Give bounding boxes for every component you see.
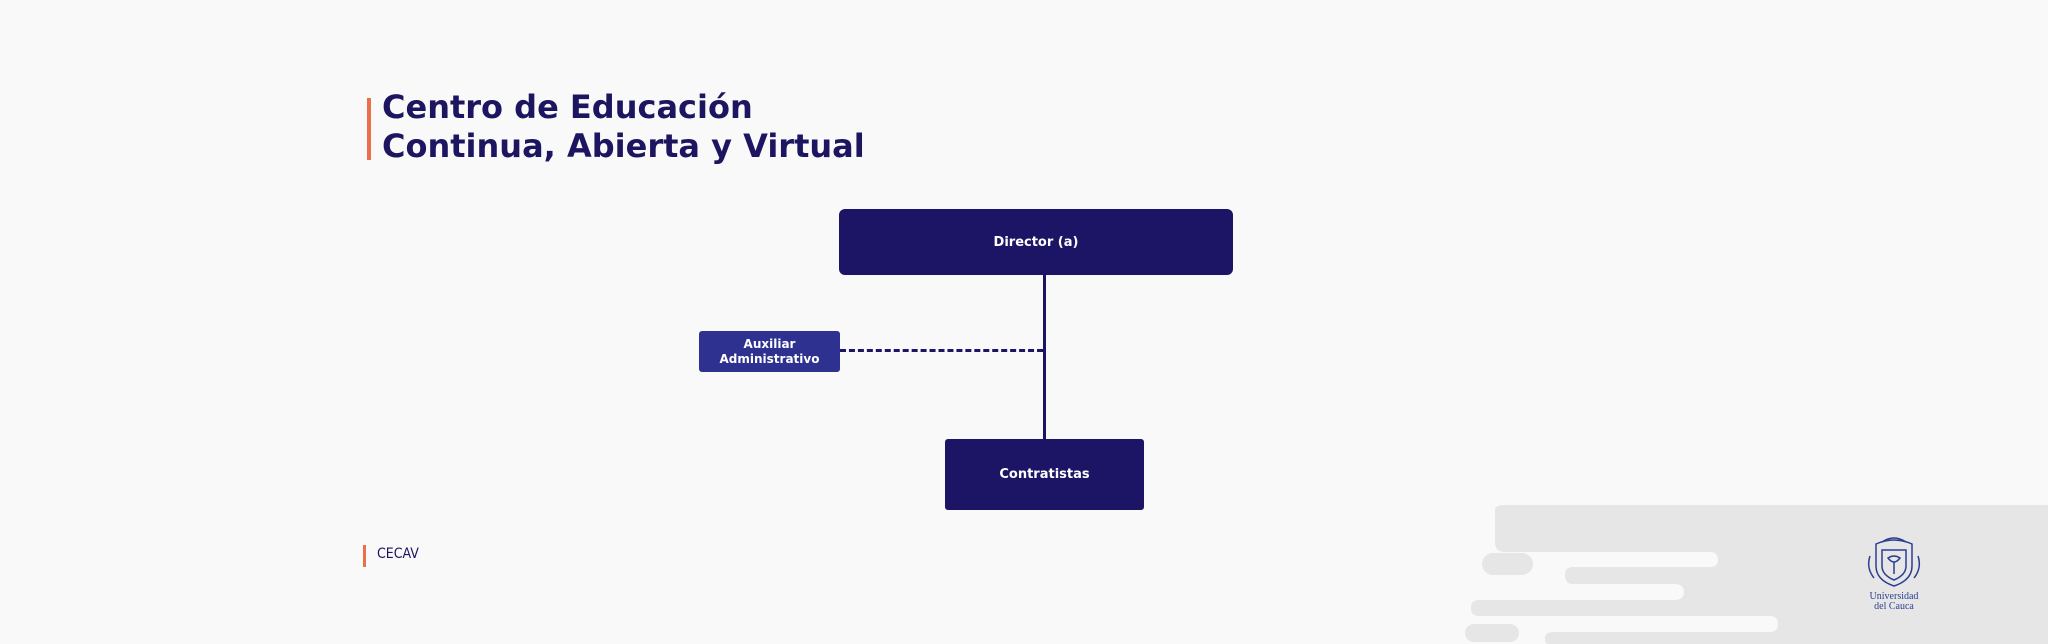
- decorative-shapes: [1465, 505, 2048, 644]
- connector-vertical: [1043, 275, 1046, 440]
- node-director-label: Director (a): [993, 234, 1079, 250]
- node-auxiliar-label-2: Administrativo: [719, 351, 820, 366]
- node-auxiliar: Auxiliar Administrativo: [699, 331, 840, 372]
- node-contratistas: Contratistas: [945, 439, 1144, 510]
- university-seal-icon: [1867, 537, 1921, 587]
- logo-text-line-2: del Cauca: [1874, 601, 1914, 612]
- page-title: Centro de Educación Continua, Abierta y …: [382, 88, 865, 166]
- connector-dashed: [840, 349, 1043, 352]
- node-contratistas-label: Contratistas: [999, 467, 1090, 482]
- title-line-1: Centro de Educación: [382, 88, 753, 126]
- node-director: Director (a): [839, 209, 1233, 275]
- node-auxiliar-label-1: Auxiliar: [743, 336, 796, 351]
- footer-label: CECAV: [377, 546, 419, 562]
- footer-accent-bar: [363, 545, 366, 567]
- title-accent-bar: [367, 98, 371, 160]
- title-line-2: Continua, Abierta y Virtual: [382, 127, 865, 165]
- university-logo: Universidad del Cauca: [1862, 536, 1926, 612]
- logo-text-line-1: Universidad: [1869, 591, 1919, 602]
